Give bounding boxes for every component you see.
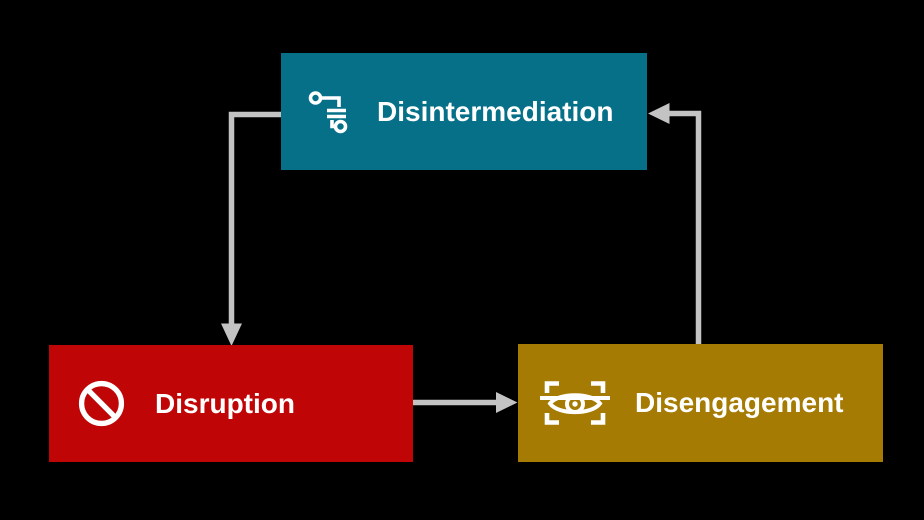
broken-link-nodes-icon <box>307 89 351 135</box>
prohibition-icon <box>78 380 125 427</box>
arrow-disintermediation-to-disruption <box>221 111 281 346</box>
eye-scan-icon <box>540 376 610 430</box>
arrow-disengagement-to-disintermediation <box>648 103 702 345</box>
node-disruption: Disruption <box>49 345 413 462</box>
node-disintermediation: Disintermediation <box>281 53 647 170</box>
node-label: Disintermediation <box>377 95 614 127</box>
node-label: Disengagement <box>635 387 844 418</box>
node-disengagement: Disengagement <box>518 344 883 462</box>
arrow-disruption-to-disengagement <box>413 392 518 413</box>
node-label: Disruption <box>155 387 295 419</box>
